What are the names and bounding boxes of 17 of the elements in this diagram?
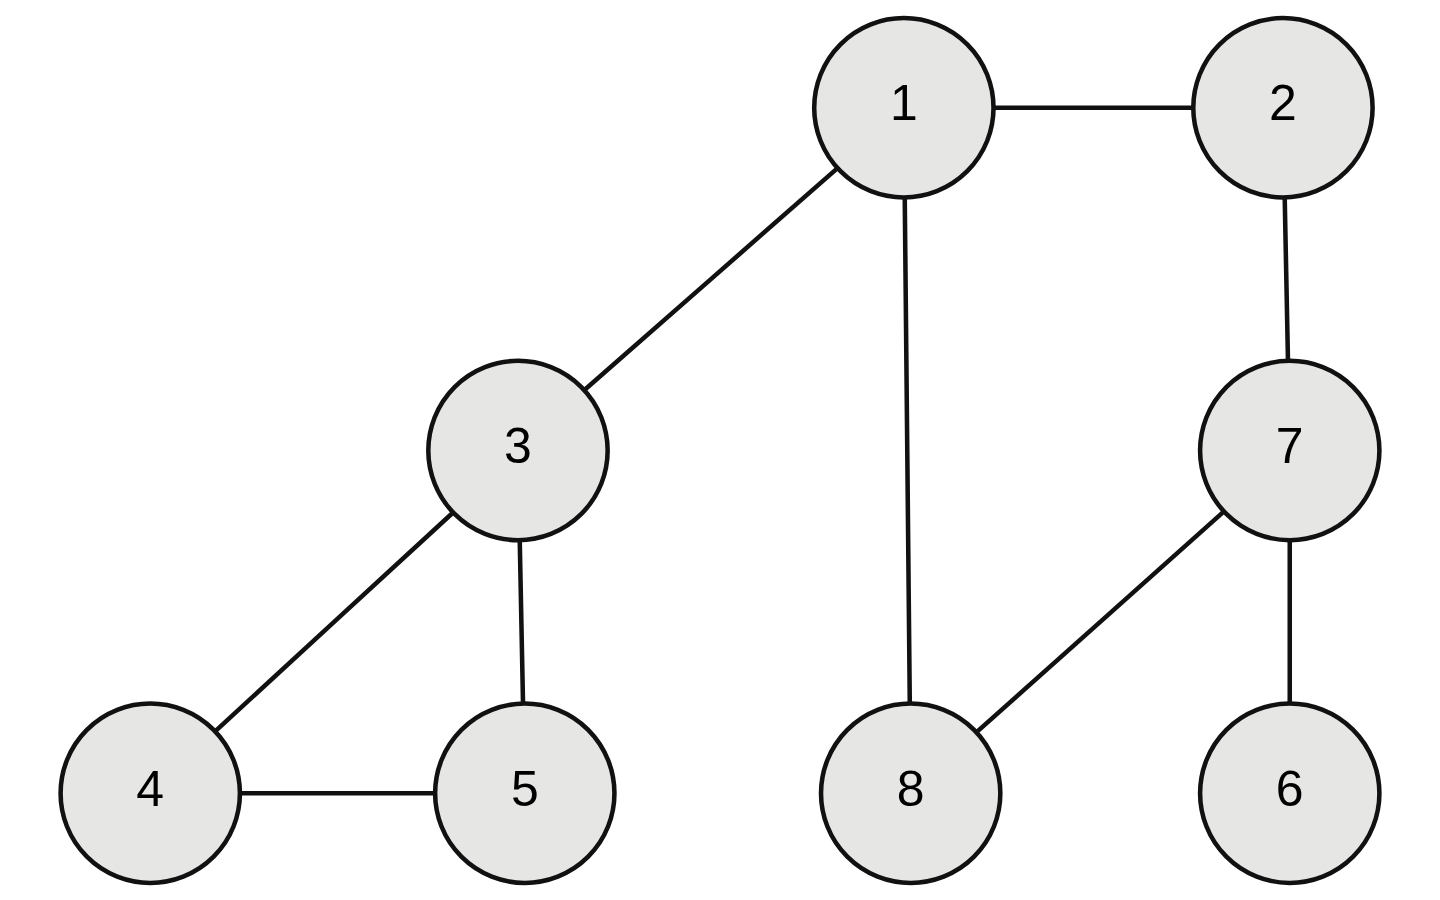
node-circle: 7 [1197,358,1382,542]
node-circle: 3 [426,358,610,542]
node-circle: 6 [1197,700,1382,885]
connector [1287,540,1292,703]
connector [1282,197,1291,361]
connector [240,790,435,796]
connector [994,104,1193,110]
connector [902,197,913,703]
connector [213,510,455,733]
node-circle: 2 [1191,15,1375,200]
connector [583,165,840,391]
node-circle: 5 [432,700,617,885]
connector [975,509,1226,734]
node-circle: 8 [818,700,1003,885]
connector [517,540,526,703]
node-circle: 1 [811,15,996,200]
node-circle: 4 [58,700,243,885]
